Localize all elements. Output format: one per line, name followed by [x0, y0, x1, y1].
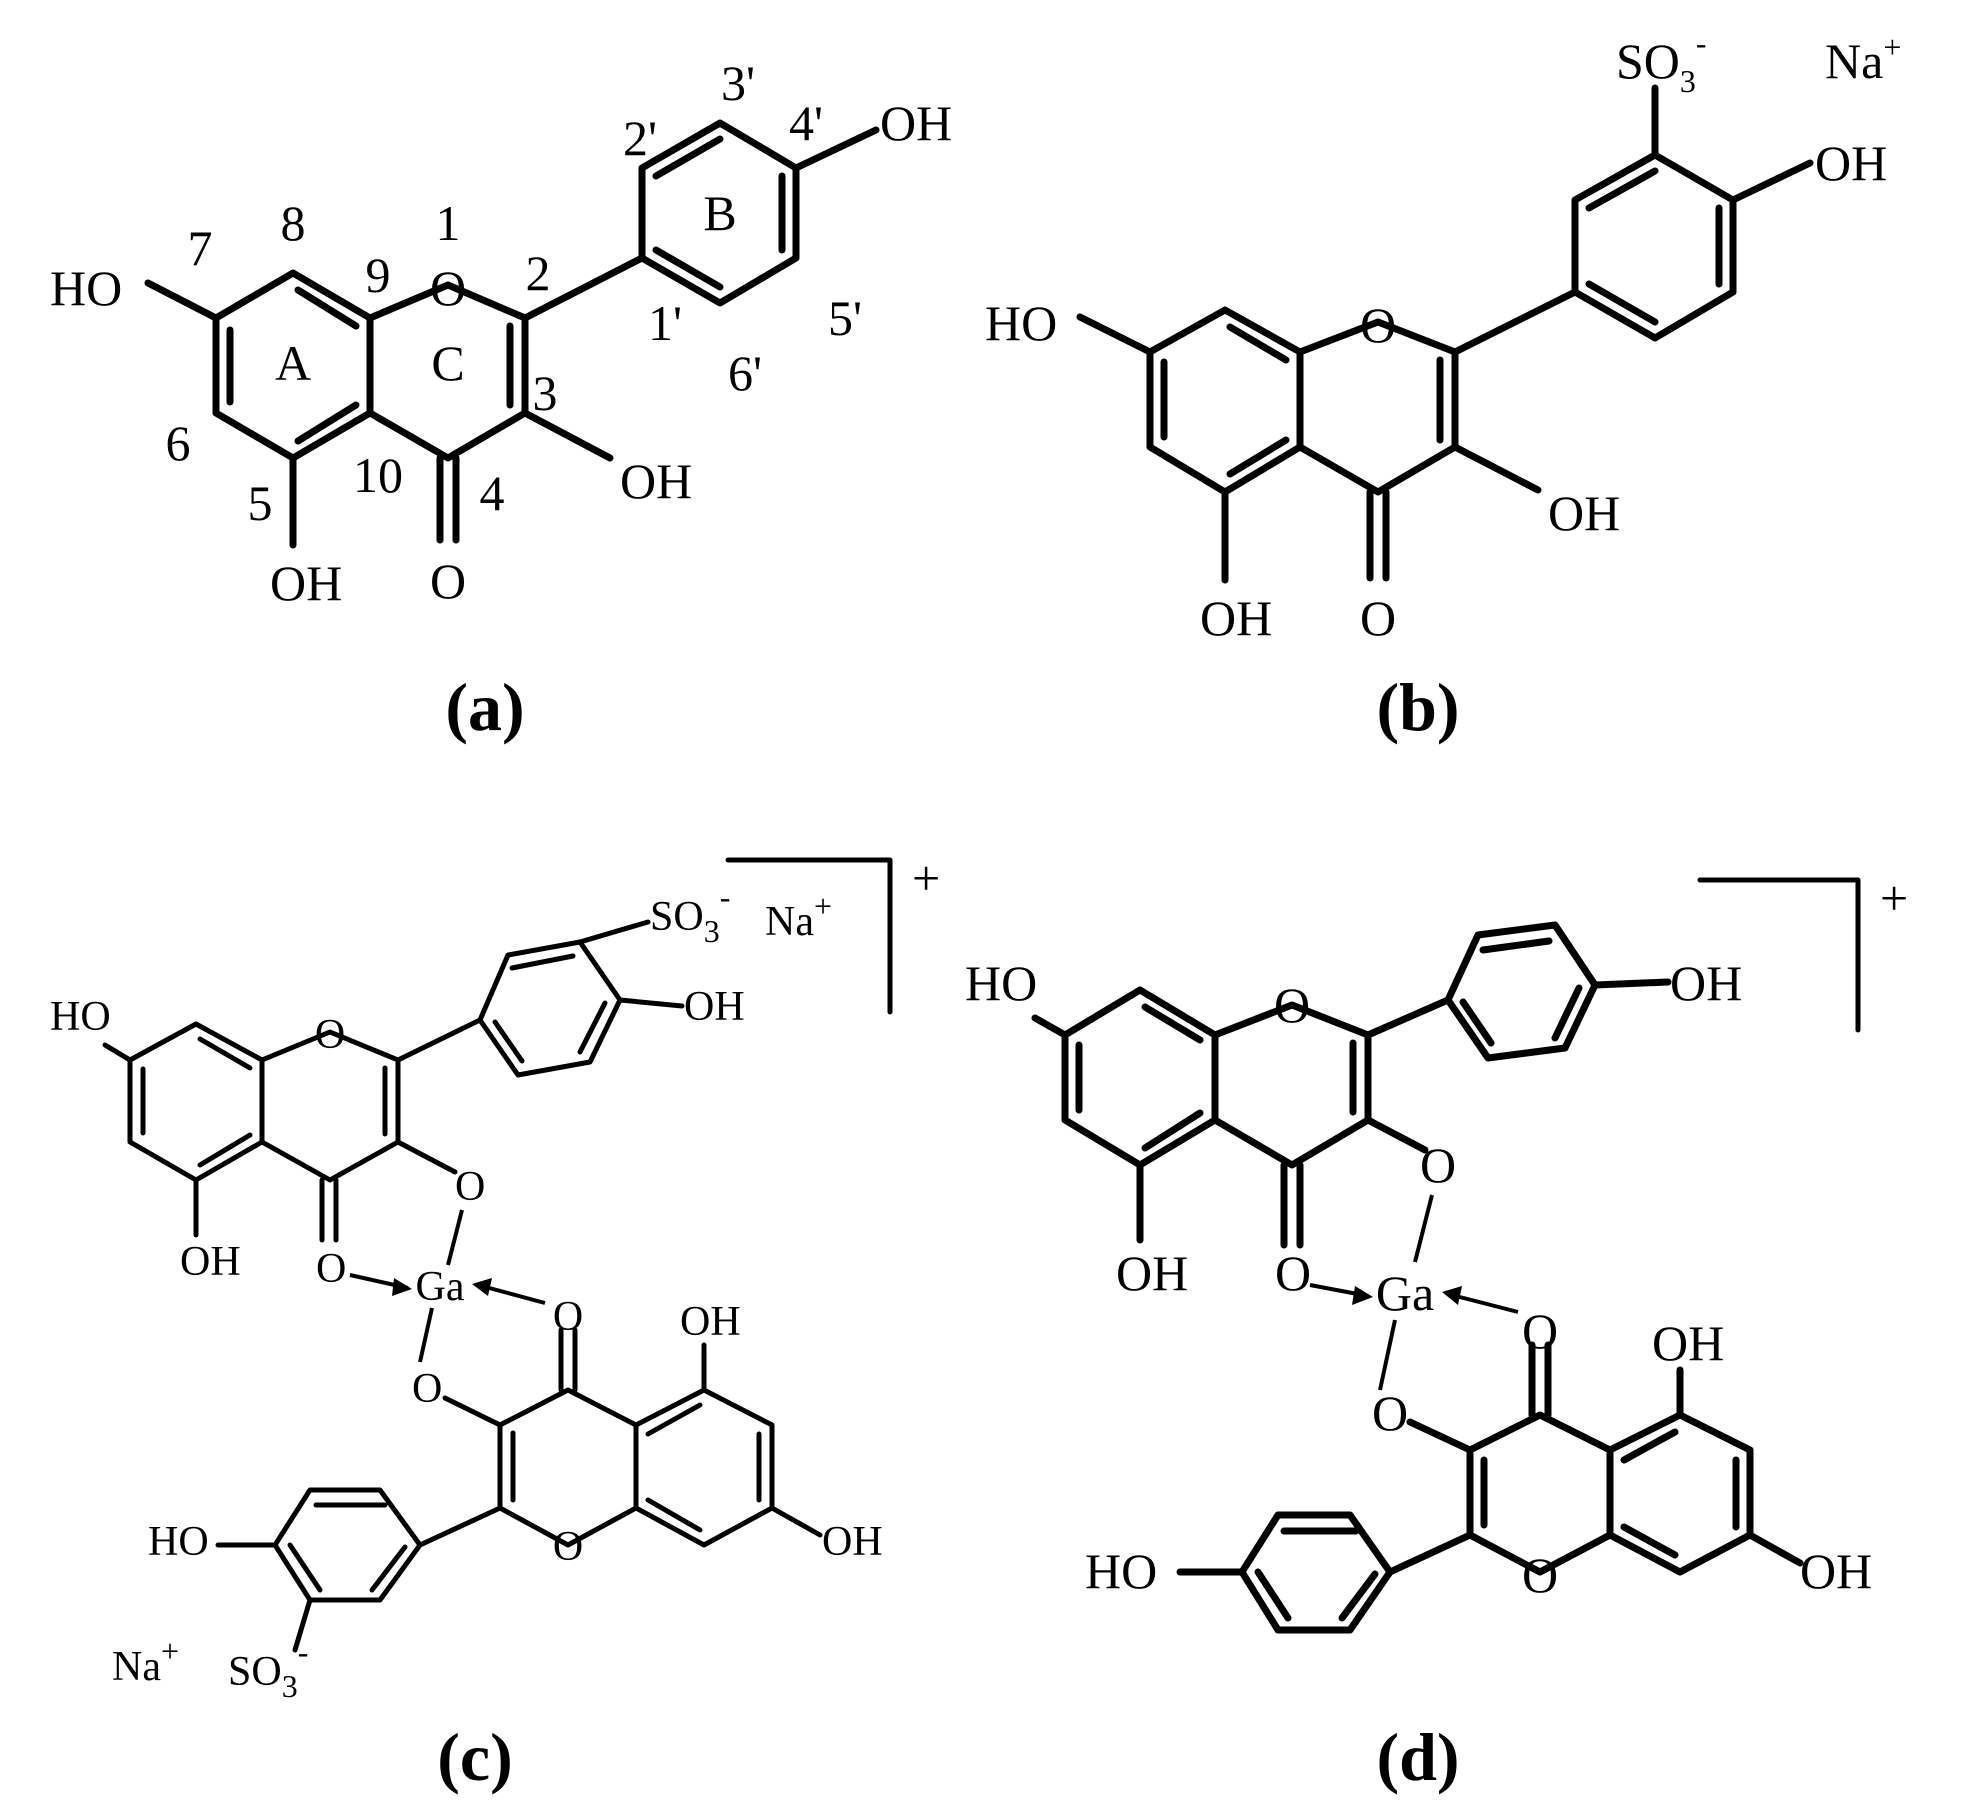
c-bot-sodium: Na+ [112, 1633, 179, 1690]
panel-b-structure: O O HO OH OH OH SO3- Na+ (b) [985, 25, 1901, 745]
d-top-5-hydroxy: OH [1116, 1245, 1188, 1301]
a-ring-oxygen: O [430, 260, 466, 316]
a-3-hydroxy: OH [620, 453, 692, 509]
ring-label-c: C [431, 335, 464, 391]
b-ring-c-bonds [1296, 318, 1459, 496]
c-bracket [725, 857, 893, 1015]
c-bot-carbonyl-oxygen: O [553, 1294, 583, 1340]
c-top-carbonyl-oxygen: O [316, 1246, 346, 1292]
panel-c-structure: + O HO OH O O OH SO3- Na+ Ga [50, 850, 940, 1795]
b-ring-b-bonds [1571, 151, 1737, 342]
position-5: 5 [248, 475, 273, 531]
d-bot-3-oxygen: O [1372, 1385, 1408, 1441]
position-2p: 2' [623, 110, 657, 166]
c-bot-7-hydroxy: OH [822, 1519, 883, 1565]
c-complex-charge: + [912, 850, 940, 906]
b-3-hydroxy: OH [1548, 485, 1620, 541]
d-bot-4p-hydroxy: HO [1085, 1543, 1157, 1599]
c-gallium-center: Ga [416, 1264, 465, 1310]
a-4p-hydroxy: OH [880, 95, 952, 151]
panel-label-c: (c) [437, 1719, 512, 1795]
position-3p: 3' [721, 55, 755, 111]
c-top-3-oxygen: O [455, 1164, 485, 1210]
d-complex-charge: + [1880, 870, 1908, 926]
position-2: 2 [526, 245, 551, 301]
c-bot-3-oxygen: O [412, 1366, 442, 1412]
d-bot-5-hydroxy: OH [1652, 1315, 1724, 1371]
position-8: 8 [281, 195, 306, 251]
a-5-hydroxy: OH [270, 555, 342, 611]
panel-label-d: (d) [1376, 1719, 1459, 1795]
c-top-4p-hydroxy: OH [684, 984, 745, 1030]
panel-d-structure: + O HO OH O O OH Ga [965, 870, 1908, 1795]
position-3: 3 [533, 365, 558, 421]
a-7-hydroxy: HO [50, 260, 122, 316]
b-sulfonate-group: SO3- [1616, 25, 1707, 99]
position-10: 10 [353, 447, 403, 503]
position-1p: 1' [648, 295, 682, 351]
b-7-hydroxy: HO [985, 295, 1057, 351]
b-4p-hydroxy: OH [1815, 135, 1887, 191]
ring-c-bonds [366, 281, 529, 462]
position-4: 4 [480, 465, 505, 521]
d-top-4p-hydroxy: OH [1670, 955, 1742, 1011]
panel-label-a: (a) [445, 669, 524, 745]
position-7: 7 [188, 220, 213, 276]
d-top-ring-oxygen: O [1274, 977, 1310, 1033]
position-9: 9 [366, 247, 391, 303]
c-top-sodium: Na+ [765, 888, 832, 945]
ring-label-a: A [275, 335, 311, 391]
b-sodium-counterion: Na+ [1825, 29, 1901, 89]
d-bot-ring-oxygen: O [1522, 1547, 1558, 1603]
b-ring-oxygen: O [1360, 297, 1396, 353]
c-bot-sulfonate: SO3- [228, 1634, 308, 1704]
position-4p: 4' [789, 95, 823, 151]
position-1: 1 [436, 195, 461, 251]
b-ring-a-bonds [1146, 306, 1304, 496]
c-top-ring-oxygen: O [315, 1012, 345, 1058]
d-top-carbonyl-oxygen: O [1275, 1245, 1311, 1301]
ring-label-b: B [703, 185, 736, 241]
b-carbonyl-oxygen: O [1360, 590, 1396, 646]
c-bot-5-hydroxy: OH [680, 1299, 741, 1345]
position-6: 6 [166, 415, 191, 471]
panel-a-structure: O O HO OH OH OH A C B 1 2 3 4 5 6 7 8 9 … [50, 55, 952, 745]
position-6p: 6' [728, 345, 762, 401]
a-carbonyl-oxygen: O [430, 553, 466, 609]
c-top-sulfonate: SO3- [650, 879, 730, 949]
c-bot-ring-oxygen: O [553, 1524, 583, 1570]
c-top-7-hydroxy: HO [50, 994, 111, 1040]
b-5-hydroxy: OH [1200, 590, 1272, 646]
position-5p: 5' [828, 290, 862, 346]
d-bot-carbonyl-oxygen: O [1522, 1303, 1558, 1359]
d-top-3-oxygen: O [1420, 1137, 1456, 1193]
panel-label-b: (b) [1376, 669, 1459, 745]
d-bot-7-hydroxy: OH [1800, 1543, 1872, 1599]
d-bracket [1697, 877, 1861, 1033]
d-gallium-center: Ga [1376, 1265, 1434, 1321]
c-top-5-hydroxy: OH [180, 1239, 241, 1285]
c-bot-4p-hydroxy: HO [148, 1519, 209, 1565]
d-top-7-hydroxy: HO [965, 955, 1037, 1011]
